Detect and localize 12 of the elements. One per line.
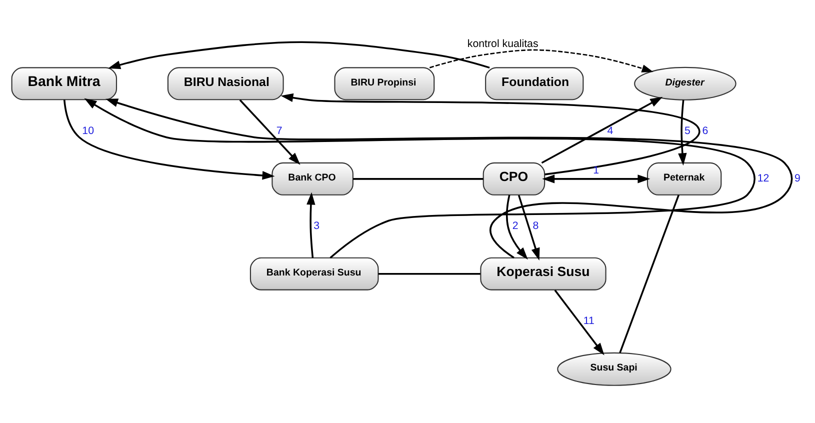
edge-label: 6 xyxy=(702,124,708,137)
edge-label: kontrol kualitas xyxy=(467,38,538,50)
edge-label: 2 xyxy=(512,220,518,232)
edge-label: 11 xyxy=(583,314,594,327)
edge-label: 3 xyxy=(314,220,320,232)
edge-label: 9 xyxy=(794,172,800,184)
edge-label: 12 xyxy=(757,172,770,184)
edge-label: 5 xyxy=(684,124,690,137)
edge-label: 7 xyxy=(276,124,282,137)
edge-label: 10 xyxy=(82,124,94,137)
edge-label: 8 xyxy=(532,220,539,232)
edge-label: 4 xyxy=(607,124,614,137)
